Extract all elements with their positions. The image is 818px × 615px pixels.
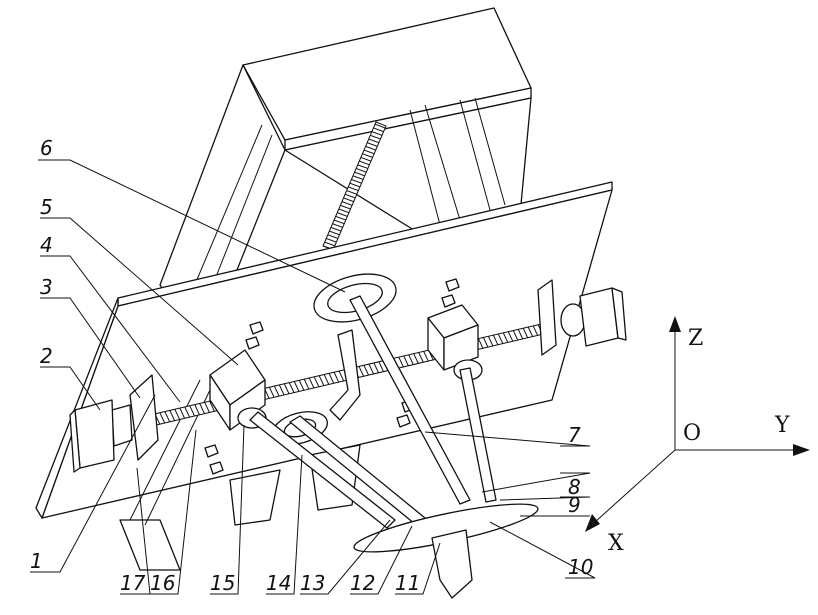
moving-plate [35, 181, 613, 519]
axis-label-o: O [683, 421, 701, 446]
middle-bracket [329, 329, 361, 421]
part-label-7: 7 [568, 423, 581, 447]
part-label-3: 3 [40, 275, 53, 299]
axis-label-y: Y [774, 413, 790, 438]
part-label-16: 16 [150, 571, 175, 595]
plate-bolts [204, 278, 460, 475]
part-label-5: 5 [40, 195, 53, 219]
part-label-8: 8 [568, 475, 581, 499]
moving-platform [353, 503, 539, 599]
part-label-2: 2 [40, 344, 53, 368]
part-label-13: 13 [300, 571, 325, 595]
part-label-14: 14 [266, 571, 291, 595]
axis-label-x: X [608, 531, 624, 556]
part-label-1: 1 [30, 549, 43, 573]
part-label-15: 15 [210, 571, 235, 595]
left-motor [69, 374, 159, 473]
parallel-links [249, 295, 497, 529]
part-label-10: 10 [568, 555, 593, 579]
part-label-17: 17 [120, 571, 146, 595]
part-label-6: 6 [40, 136, 53, 160]
vertical-column [159, 7, 532, 351]
part-label-4: 4 [40, 233, 53, 257]
part-label-11: 11 [395, 571, 420, 595]
coordinate-axes: Z Y O X [585, 316, 810, 556]
axis-label-z: Z [688, 326, 703, 351]
part-label-9: 9 [568, 493, 581, 517]
leader-lines [30, 159, 596, 595]
part-label-12: 12 [350, 571, 375, 595]
right-motor [537, 279, 627, 356]
part-labels: 6 5 4 3 2 1 17 16 15 14 13 12 11 10 9 8 … [30, 136, 593, 595]
